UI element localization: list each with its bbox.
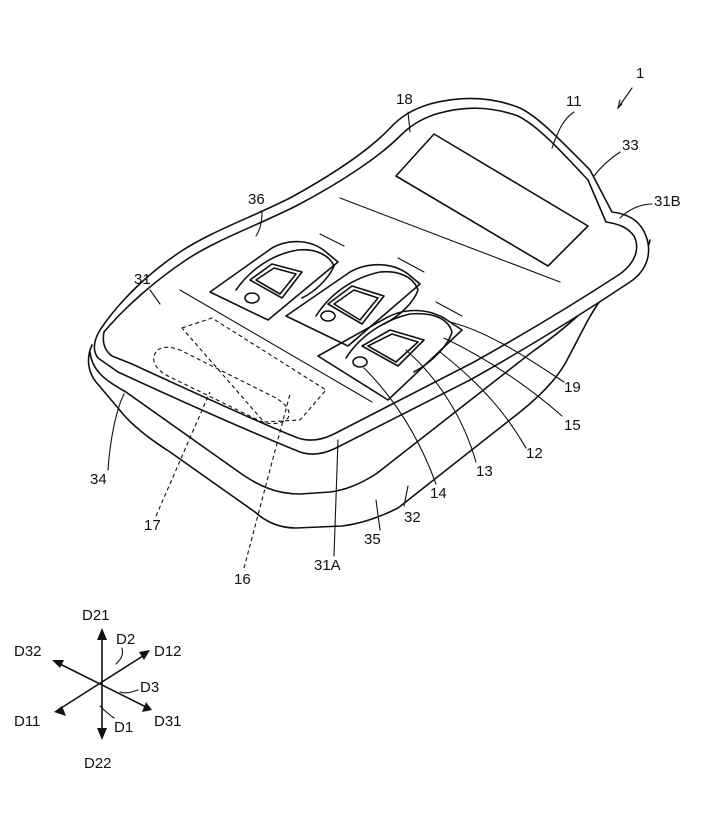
indicator-led-1	[244, 292, 260, 304]
axis-D3	[55, 661, 149, 709]
label-32: 32	[404, 509, 421, 526]
label-17: 17	[144, 517, 161, 534]
leader-1	[617, 87, 633, 109]
axis-D1	[57, 653, 147, 711]
button-mark-3	[435, 301, 463, 317]
leader-31B	[619, 203, 653, 219]
leader-36	[255, 211, 263, 237]
label-13: 13	[476, 463, 493, 480]
label-12: 12	[526, 445, 543, 462]
axis-label-D12: D12	[154, 643, 182, 660]
axis-label-D1: D1	[114, 719, 133, 736]
label-16: 16	[234, 571, 251, 588]
axis-label-D32: D32	[14, 643, 42, 660]
arrow-D11	[54, 706, 66, 716]
arrow-D21	[97, 628, 107, 640]
button-panel-2	[285, 263, 421, 347]
label-11: 11	[566, 93, 582, 110]
button-key-3-inner	[367, 333, 419, 363]
arrowhead-1	[616, 99, 623, 110]
label-33: 33	[622, 137, 639, 154]
surface-crease-mid	[339, 197, 561, 283]
housing-rim-line	[89, 307, 587, 495]
button-mark-1	[319, 233, 345, 247]
leader-11	[551, 111, 575, 149]
internal-battery	[153, 346, 290, 425]
axis-label-D2: D2	[116, 631, 135, 648]
leader-13	[405, 349, 477, 463]
arrow-D22	[97, 728, 107, 740]
arrow-D12	[139, 650, 150, 660]
top-surface-bevel	[102, 107, 638, 441]
leader-35	[375, 499, 381, 531]
label-35: 35	[364, 531, 381, 548]
arrow-D32	[52, 660, 64, 668]
button-well-1	[235, 248, 335, 299]
button-key-2-inner	[333, 289, 379, 321]
leader-D2	[115, 647, 124, 665]
top-cover-outline	[93, 97, 650, 455]
label-15: 15	[564, 417, 581, 434]
label-31B: 31B	[654, 193, 681, 210]
display-window	[395, 133, 589, 267]
label-34: 34	[90, 471, 107, 488]
label-36: 36	[248, 191, 265, 208]
axis-label-D31: D31	[154, 713, 182, 730]
axis-label-D3: D3	[140, 679, 159, 696]
leader-18	[407, 111, 411, 133]
button-key-1-inner	[255, 267, 297, 295]
leader-16	[243, 393, 291, 569]
leader-19	[449, 321, 565, 383]
leader-D3	[119, 689, 139, 694]
axis-label-D22: D22	[84, 755, 112, 772]
surface-crease-front	[179, 289, 373, 403]
label-1: 1	[636, 65, 644, 82]
label-31: 31	[134, 271, 151, 288]
arrow-D31	[142, 702, 152, 712]
leader-31	[149, 289, 161, 305]
label-18: 18	[396, 91, 413, 108]
leader-17	[155, 391, 211, 517]
button-panel-3	[317, 309, 463, 401]
leader-12	[439, 351, 527, 449]
button-mark-2	[397, 257, 425, 273]
direction-axes	[52, 628, 152, 740]
indicator-led-3	[352, 356, 368, 368]
leader-31A	[333, 439, 339, 557]
label-31A: 31A	[314, 557, 341, 574]
leader-32	[403, 485, 409, 507]
leader-D1	[99, 705, 115, 719]
button-well-2	[315, 270, 419, 325]
indicator-led-2	[320, 310, 336, 322]
leader-15	[443, 337, 563, 417]
leader-33	[593, 151, 621, 177]
leader-14	[363, 367, 437, 485]
label-19: 19	[564, 379, 581, 396]
leader-34	[107, 393, 125, 471]
label-14: 14	[430, 485, 447, 502]
axis-label-D21: D21	[82, 607, 110, 624]
axis-label-D11: D11	[14, 713, 40, 730]
button-panel-1	[209, 240, 339, 321]
